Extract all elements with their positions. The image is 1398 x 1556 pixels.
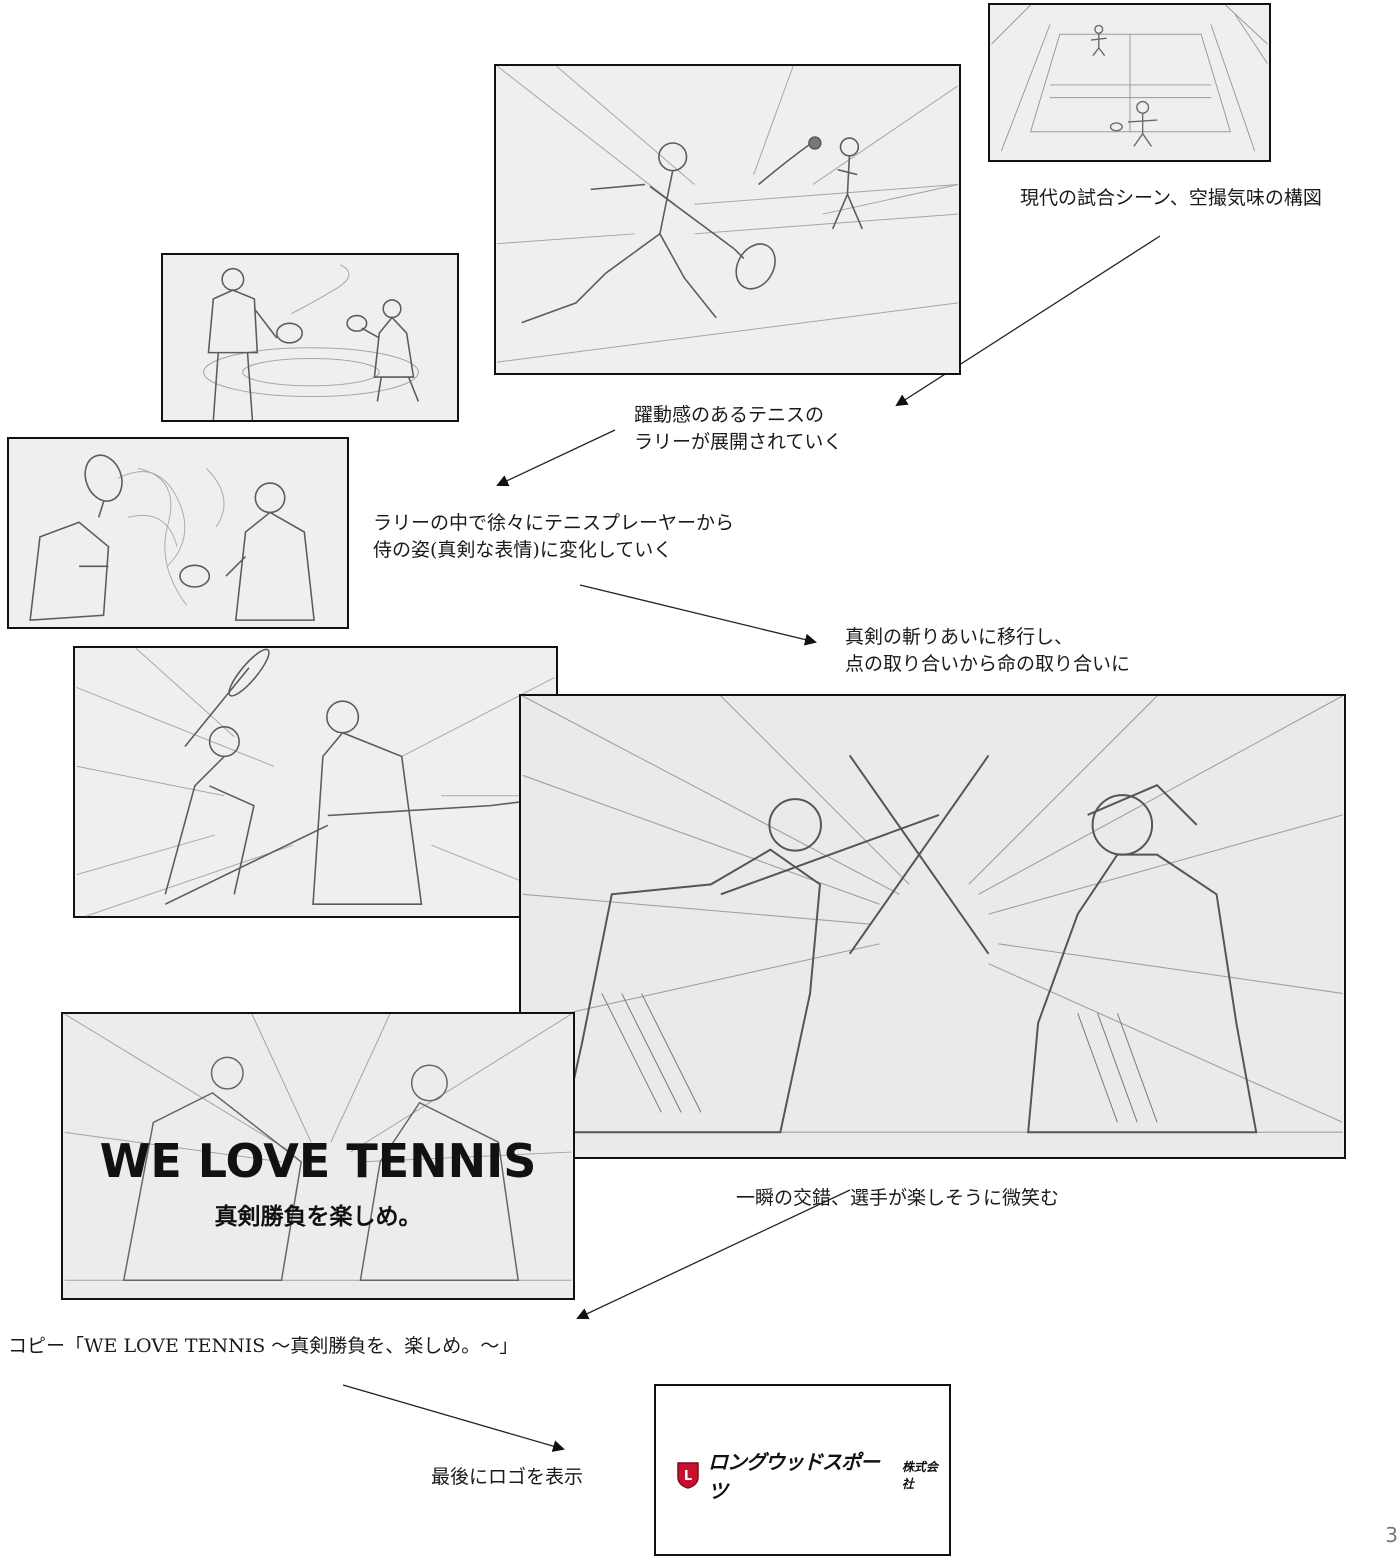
- company-logo: L ロングウッドスポーツ 株式会社: [676, 1446, 949, 1504]
- storyboard-panel-logo: L ロングウッドスポーツ 株式会社: [654, 1384, 951, 1556]
- copy-subtitle: 真剣勝負を楽しめ。: [214, 1204, 422, 1230]
- storyboard-panel-copy: WE LOVE TENNIS 真剣勝負を楽しめ。: [61, 1012, 575, 1300]
- sketch-duel: [76, 647, 555, 917]
- logo-mark: L: [684, 1469, 692, 1484]
- caption-transform: ラリーの中で徐々にテニスプレーヤーから 侍の姿(真剣な表情)に変化していく: [373, 510, 734, 564]
- logo-company-name: ロングウッドスポーツ: [708, 1450, 880, 1503]
- storyboard-panel-aerial-court: [988, 3, 1271, 162]
- caption-duel-line-1: 真剣の斬りあいに移行し、: [845, 626, 1074, 648]
- arrow-5: [342, 1384, 565, 1452]
- logo-company-suffix: 株式会社: [901, 1460, 938, 1491]
- caption-clash: 一瞬の交錯、選手が楽しそうに微笑む: [736, 1187, 1060, 1209]
- caption-rally-line-1: 躍動感のあるテニスの: [634, 404, 825, 426]
- sketch-aerial-court: [991, 4, 1268, 160]
- sketch-copy-background: [64, 1013, 572, 1298]
- caption-rally-line-2: ラリーが展開されていく: [634, 431, 843, 453]
- sketch-rally: [496, 65, 959, 373]
- caption-rally: 躍動感のあるテニスの ラリーが展開されていく: [634, 402, 842, 456]
- caption-copy: コピー「WE LOVE TENNIS ～真剣勝負を、楽しめ。～」: [8, 1335, 519, 1357]
- caption-duel-line-2: 点の取り合いから命の取り合いに: [845, 653, 1131, 675]
- caption-duel: 真剣の斬りあいに移行し、 点の取り合いから命の取り合いに: [845, 624, 1130, 678]
- storyboard-panel-rally: [494, 64, 961, 375]
- page-number: 3: [1385, 1523, 1398, 1547]
- copy-title: WE LOVE TENNIS: [99, 1134, 537, 1188]
- sketch-clash: [522, 695, 1343, 1157]
- caption-logo: 最後にロゴを表示: [431, 1466, 584, 1488]
- storyboard-panel-transform: [7, 437, 349, 629]
- caption-transform-line-1: ラリーの中で徐々にテニスプレーヤーから: [373, 512, 735, 534]
- caption-transform-line-2: 侍の姿(真剣な表情)に変化していく: [373, 539, 673, 561]
- shield-logo-icon: L: [677, 1462, 699, 1489]
- sketch-transform: [10, 439, 346, 627]
- storyboard-panel-clash: [519, 694, 1346, 1159]
- caption-aerial-court: 現代の試合シーン、空撮気味の構図: [1020, 187, 1322, 209]
- arrow-3: [579, 584, 817, 646]
- sketch-meeting: [164, 255, 456, 421]
- storyboard-panel-duel: [73, 646, 558, 918]
- arrow-2: [496, 429, 616, 487]
- storyboard-panel-meeting: [161, 253, 459, 422]
